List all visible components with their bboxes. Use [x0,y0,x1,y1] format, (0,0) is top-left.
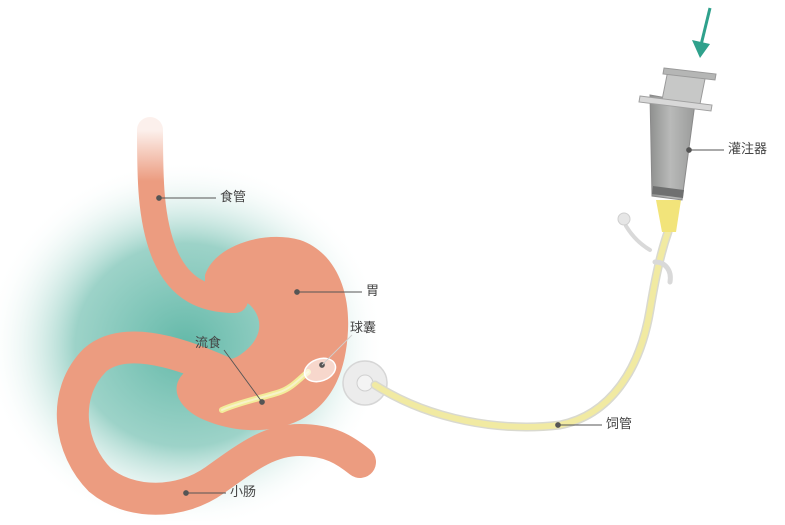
esophagus-shape [137,117,248,313]
label-syringe: 灌注器 [728,142,768,157]
down-arrow-icon [692,7,712,58]
stomach-shape [176,236,349,431]
syringe-tip [656,200,681,232]
label-esophagus: 食管 [220,190,247,205]
tube-side-port-2 [624,224,652,252]
external-port-center [356,374,374,392]
syringe-band [652,186,684,198]
label-stomach: 胃 [366,284,380,299]
tube-side-cap [617,212,631,226]
label-small-intestine: 小肠 [230,485,257,500]
feeding-tube-shape [370,227,673,432]
balloon-shape [303,357,337,383]
syringe-finger-grip [638,95,713,112]
label-feeding-tube: 饲管 [606,417,633,432]
label-liquid-food: 流食 [195,336,222,351]
feeding-tube-fill [372,229,671,430]
label-balloon: 球囊 [350,321,377,336]
leader-lines [156,147,724,496]
small-intestine-shape [56,331,376,515]
liquid-food-outline [221,371,309,411]
syringe-flange [662,67,717,81]
tube-side-port [652,259,673,285]
